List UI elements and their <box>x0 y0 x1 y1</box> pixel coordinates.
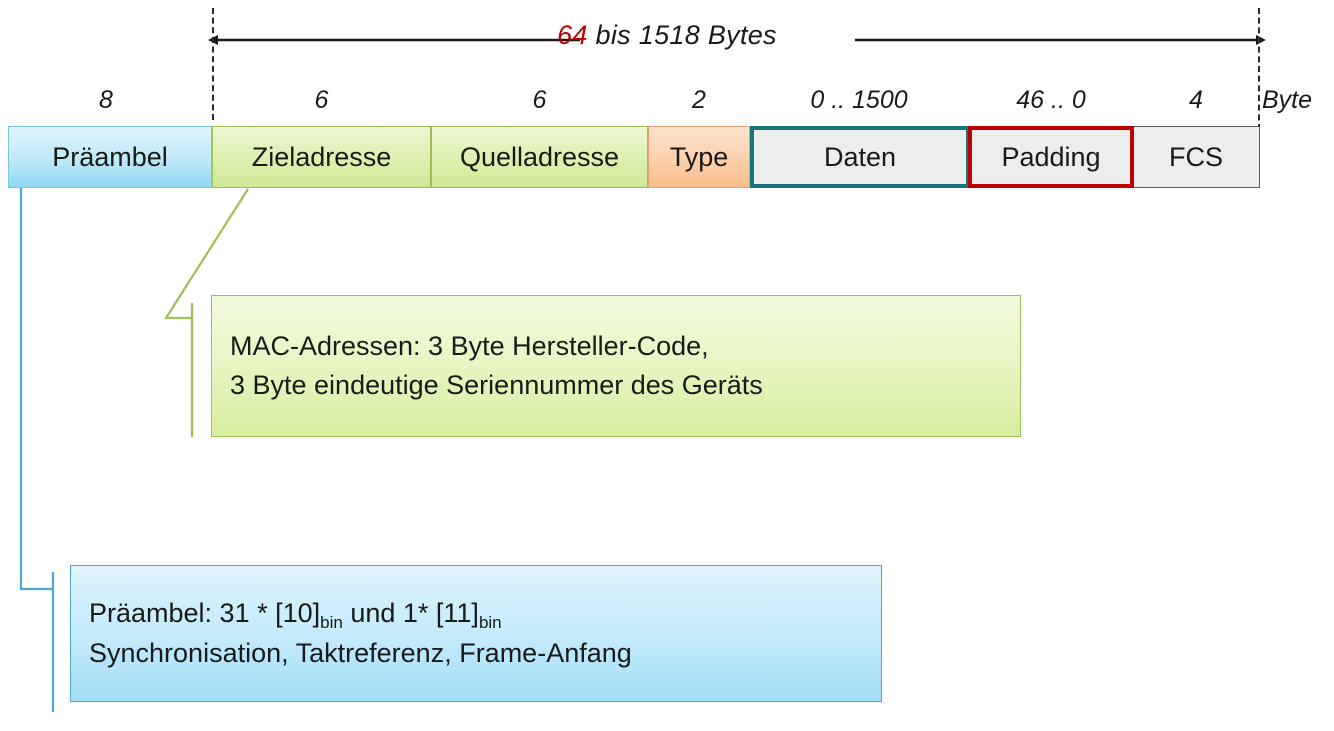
callout-preamble-line2: Synchronisation, Taktreferenz, Frame-Anf… <box>89 637 632 668</box>
callout-preamble: Präambel: 31 * [10]bin und 1* [11]bin Sy… <box>70 565 882 702</box>
frame-size-min: 64 <box>557 20 588 50</box>
frame-field-praeambel[interactable]: Präambel <box>8 126 212 188</box>
frame-size-rest: bis 1518 Bytes <box>587 20 777 50</box>
guide-right-dashed <box>1258 8 1260 130</box>
byte-count-type: 2 <box>692 86 706 114</box>
callout-preamble-sub1: bin <box>320 613 343 633</box>
frame-field-type[interactable]: Type <box>648 126 750 188</box>
byte-count-zieladresse: 6 <box>314 86 329 114</box>
frame-field-fcs[interactable]: FCS <box>1132 126 1260 188</box>
byte-count-praeambel: 8 <box>99 86 113 114</box>
callout-preamble-line1-part2: und 1* [11] <box>342 598 479 629</box>
byte-unit-label: Byte <box>1262 86 1313 114</box>
callout-preamble-sub2: bin <box>478 613 502 633</box>
callout-mac-addresses: MAC-Adressen: 3 Byte Hersteller-Code, 3 … <box>211 295 1021 437</box>
frame-field-daten[interactable]: Daten <box>750 126 970 188</box>
byte-count-padding: 46 .. 0 <box>1016 86 1086 114</box>
callout-preamble-line1: Präambel: 31 * [10]bin und 1* [11]bin <box>89 594 863 633</box>
byte-count-daten: 0 .. 1500 <box>810 86 908 114</box>
byte-count-quelladresse: 6 <box>532 86 547 114</box>
callout-preamble-line1-part1: Präambel: 31 * [10] <box>89 598 321 629</box>
frame-field-zieladresse[interactable]: Zieladresse <box>212 126 431 188</box>
callout-mac-line1: MAC-Adressen: 3 Byte Hersteller-Code, <box>230 330 709 361</box>
byte-count-fcs: 4 <box>1189 86 1203 114</box>
guide-left-dashed <box>212 8 214 120</box>
frame-field-quelladresse[interactable]: Quelladresse <box>431 126 648 188</box>
frame-field-padding[interactable]: Padding <box>968 126 1134 188</box>
callout-mac-line2: 3 Byte eindeutige Seriennummer des Gerät… <box>230 370 763 400</box>
frame-size-label: 64 bis 1518 Bytes <box>0 20 1334 51</box>
